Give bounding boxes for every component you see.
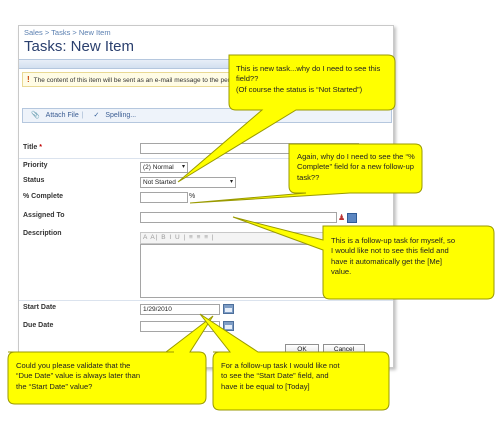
breadcrumb[interactable]: Sales > Tasks > New Item (24, 28, 111, 37)
form-toolbar: 📎 Attach File| ✓ Spelling... (22, 108, 392, 123)
description-label: Description (23, 230, 62, 237)
notice-text: The content of this item will be sent as… (33, 77, 237, 84)
paperclip-icon: 📎 (31, 112, 40, 119)
assigned-to-label: Assigned To (23, 212, 65, 219)
warning-icon: ! (27, 75, 30, 84)
percent-complete-input[interactable] (140, 192, 188, 203)
callout-text-status: This is new task...why do I need to see … (236, 64, 381, 94)
calendar-icon[interactable] (223, 304, 234, 314)
spellcheck-icon: ✓ (93, 112, 100, 119)
callout-text-due-date: Could you please validate that the“Due D… (16, 361, 141, 391)
description-textarea[interactable] (140, 244, 361, 298)
check-names-icon[interactable]: ♟ (338, 213, 346, 223)
status-label: Status (23, 177, 45, 184)
calendar-icon[interactable] (223, 321, 234, 331)
attach-file-button[interactable]: 📎 Attach File (31, 112, 79, 119)
people-picker-buttons: ♟ (338, 213, 358, 223)
due-date-label: Due Date (23, 322, 54, 329)
due-date-input[interactable] (140, 321, 220, 332)
cancel-button[interactable]: Cancel (323, 344, 365, 356)
divider (19, 300, 393, 301)
title-label: Title * (23, 144, 42, 151)
spelling-button[interactable]: ✓ Spelling... (93, 112, 137, 119)
ok-button[interactable]: OK (285, 344, 319, 356)
percent-unit: % (189, 193, 196, 200)
status-select[interactable]: Not Started (140, 177, 236, 188)
priority-select[interactable]: (2) Normal (140, 162, 188, 173)
toolbar-divider: | (81, 112, 84, 119)
browse-directory-icon[interactable] (347, 213, 358, 223)
rich-text-toolbar[interactable]: A A| B I U | ≡ ≡ ≡ | (140, 232, 361, 244)
start-date-label: Start Date (23, 304, 57, 311)
percent-complete-label: % Complete (23, 193, 64, 200)
callout-text-percent: Again, why do I need to see the “%Comple… (297, 152, 415, 182)
start-date-input[interactable]: 1/29/2010 (140, 304, 220, 315)
priority-label: Priority (23, 162, 48, 169)
page-title: Tasks: New Item (24, 38, 135, 55)
assigned-to-input[interactable] (140, 212, 337, 223)
